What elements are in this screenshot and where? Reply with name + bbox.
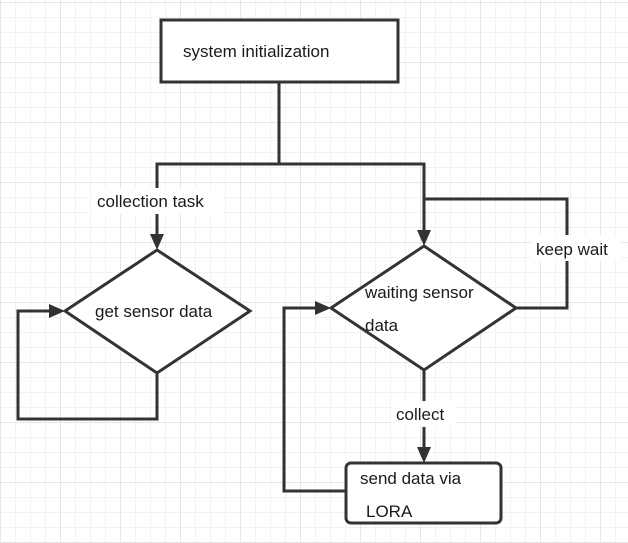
edge-branch-to-waiting xyxy=(279,162,426,236)
edge-get-sensor-loop xyxy=(16,309,159,421)
node-waiting-sensor-data-label-2: data xyxy=(365,316,399,335)
edge-send-loop-back xyxy=(282,306,346,493)
edge-label-bg xyxy=(391,401,455,427)
node-send-data-via-lora xyxy=(344,461,503,525)
edge-label-bg xyxy=(531,235,621,261)
node-send-data-label-2: LORA xyxy=(366,502,413,521)
arrowhead-to-waiting xyxy=(417,230,431,246)
arrowhead-to-get-sensor xyxy=(150,234,164,250)
edge-label-bg xyxy=(92,188,222,214)
edge-label-keep-wait: keep wait xyxy=(536,240,608,259)
node-system-initialization-label: system initialization xyxy=(183,42,329,61)
node-send-data-label-1: send data via xyxy=(360,469,462,488)
arrowhead-get-sensor-loop xyxy=(49,304,65,318)
node-get-sensor-data xyxy=(62,248,253,375)
edge-label-collection-task: collection task xyxy=(97,192,204,211)
edge-label-collect: collect xyxy=(396,405,444,424)
arrowhead-to-send xyxy=(417,447,431,463)
node-waiting-sensor-data xyxy=(328,244,519,372)
node-waiting-sensor-data-label-1: waiting sensor xyxy=(364,283,474,302)
arrowhead-send-loop xyxy=(315,301,331,315)
node-system-initialization xyxy=(159,18,400,84)
node-get-sensor-data-label: get sensor data xyxy=(95,302,213,321)
